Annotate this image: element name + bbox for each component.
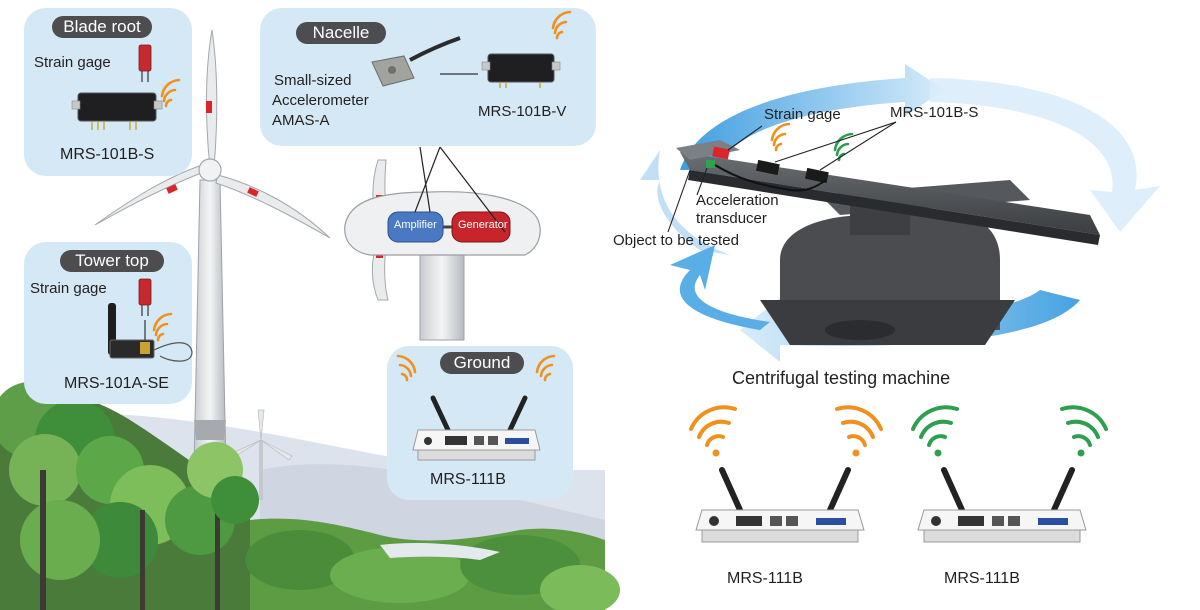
- wifi-green-icon: [1060, 405, 1108, 457]
- wifi-green-icon: [911, 405, 959, 457]
- leader-lines: [667, 121, 897, 233]
- wifi-orange-icon: [770, 122, 791, 152]
- wifi-orange-icon: [396, 354, 417, 382]
- accel-line2: transducer: [696, 210, 767, 227]
- receiver-icon: [917, 467, 1087, 543]
- amplifier-label: Amplifier: [394, 219, 437, 231]
- centrifuge-device-label: MRS-101B-S: [890, 104, 979, 121]
- centrifuge-strain-gage-label: Strain gage: [764, 106, 841, 123]
- receiver-icon: [695, 467, 865, 543]
- transmitter-icon: [714, 159, 829, 192]
- blade-root-title: Blade root: [52, 16, 152, 38]
- accelerometer-icon: [371, 36, 461, 87]
- wind-turbine-icon: [94, 29, 331, 471]
- receiver-icon: [412, 395, 541, 461]
- transmitter-icon: [481, 53, 561, 88]
- wifi-orange-icon: [535, 354, 556, 382]
- nacelle-device-label: MRS-101B-V: [478, 103, 567, 120]
- nacelle-sensor-line2: Accelerometer: [272, 92, 369, 109]
- blade-root-strain-gage-label: Strain gage: [34, 54, 111, 71]
- ground-device-label: MRS-111B: [430, 471, 506, 488]
- ground-title: Ground: [440, 352, 524, 374]
- wifi-orange-icon: [835, 405, 883, 457]
- centrifuge-machine-icon: [676, 140, 1100, 345]
- tower-top-device-label: MRS-101A-SE: [64, 375, 169, 392]
- nacelle-sensor-line1: Small-sized: [274, 72, 352, 89]
- transmitter-icon: [71, 92, 163, 130]
- blade-root-device-label: MRS-101B-S: [60, 146, 155, 163]
- centrifuge-caption: Centrifugal testing machine: [732, 368, 951, 388]
- wifi-orange-icon: [551, 10, 572, 40]
- nacelle-cutaway-icon: [344, 146, 541, 341]
- receiver-right-label: MRS-111B: [944, 570, 1020, 587]
- generator-label: Generator: [458, 219, 508, 231]
- receiver-left-label: MRS-111B: [727, 570, 803, 587]
- strain-gage-icon: [138, 278, 152, 316]
- strain-gage-icon: [712, 146, 730, 160]
- wifi-orange-icon: [689, 405, 737, 457]
- tree-icon: [0, 382, 620, 610]
- accel-line1: Acceleration: [696, 192, 779, 209]
- tower-top-strain-gage-label: Strain gage: [30, 280, 107, 297]
- wifi-orange-icon: [160, 78, 181, 108]
- nacelle-title: Nacelle: [296, 22, 386, 44]
- acceleration-transducer-icon: [706, 160, 715, 168]
- nacelle-sensor-line3: AMAS-A: [272, 112, 330, 129]
- wifi-green-icon: [833, 132, 854, 162]
- object-label: Object to be tested: [613, 232, 739, 249]
- transmitter-icon: [108, 303, 193, 362]
- tower-top-title: Tower top: [60, 250, 164, 272]
- wifi-orange-icon: [152, 312, 173, 342]
- ground-panel: [387, 346, 573, 500]
- strain-gage-icon: [138, 44, 152, 82]
